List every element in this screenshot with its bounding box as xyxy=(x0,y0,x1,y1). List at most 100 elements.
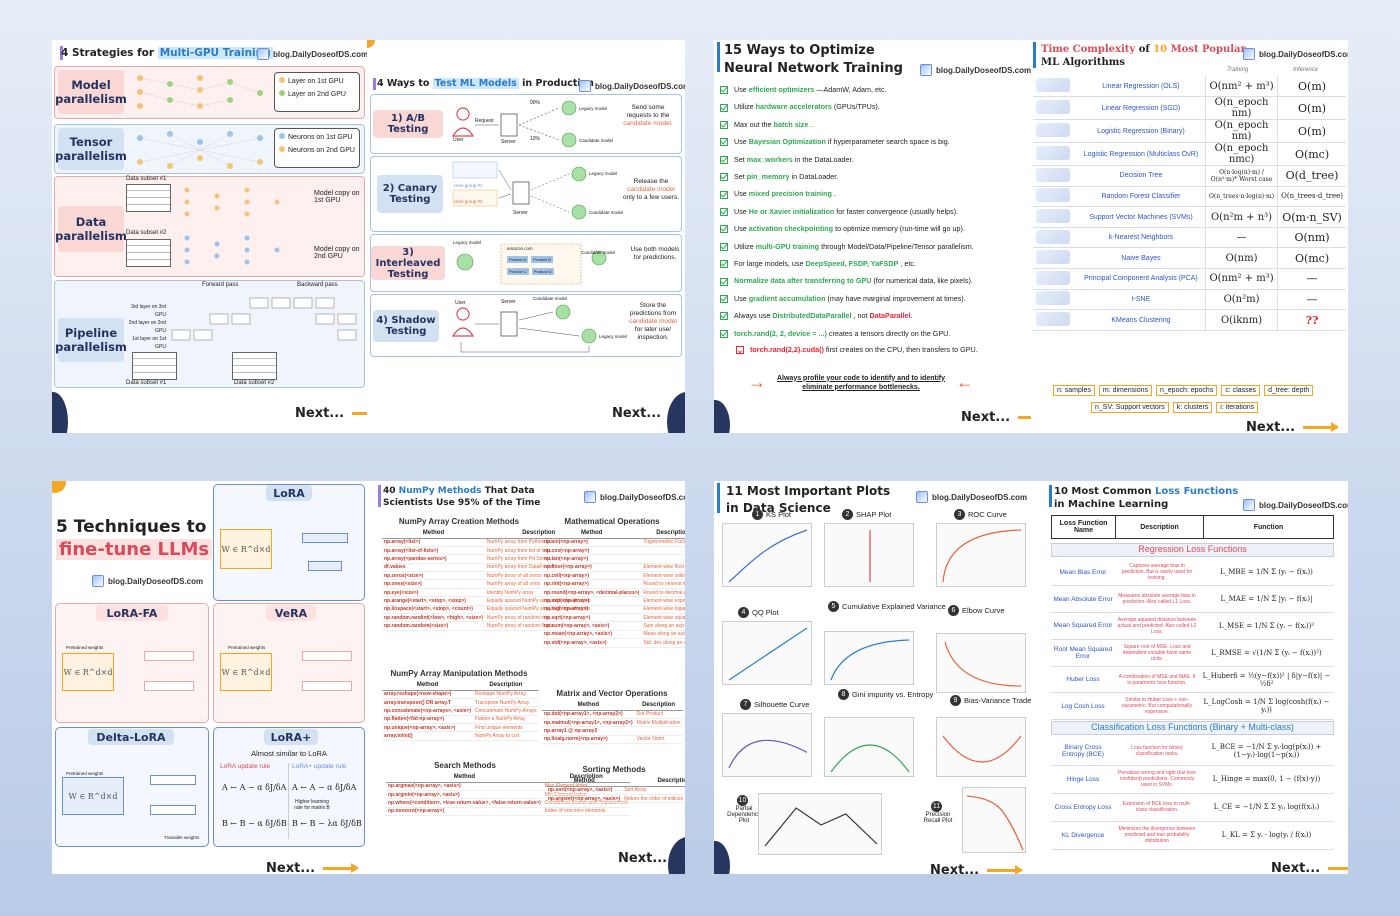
desc-cell xyxy=(641,546,685,556)
legend-chip: c: classes xyxy=(1221,385,1261,396)
desc-cell: Element-wise square root xyxy=(641,613,685,623)
tip-highlight: Bayesian Optimization xyxy=(748,137,826,147)
pretrained-label: Pretrained weights xyxy=(66,645,104,650)
tip-item: Utilize hardware accelerators (GPUs/TPUs… xyxy=(720,98,1030,115)
plots-card[interactable]: 11 Most Important Plots in Data Science … xyxy=(714,481,1031,874)
method-cell: np.rint(<np-array>) xyxy=(542,579,642,589)
legacy-model-label: Legacy model xyxy=(599,334,628,339)
loss-formula: L_BCE = −1/N Σ yᵢ·log(p(xᵢ)) + (1−yᵢ)·lo… xyxy=(1199,737,1334,766)
arrow-right-icon: → xyxy=(748,372,766,392)
desc-cell: Trigonometric Functions xyxy=(641,538,685,547)
tip-item: Set max_workers in the DataLoader. xyxy=(720,151,1030,168)
tip-post: , etc. xyxy=(900,259,916,269)
percent-90: 90% xyxy=(530,100,541,106)
page-title: 40 NumPy Methods That Data Scientists Us… xyxy=(383,485,583,509)
title-highlight: Most Popular xyxy=(1170,44,1246,55)
tip-item: Normalize data after transferring to GPU… xyxy=(720,272,1030,289)
legacy-model-label: Legacy model xyxy=(579,106,608,111)
loss-desc: Minimizes the divergence between predict… xyxy=(1115,821,1199,850)
legend-text: Layer on 2nd GPU xyxy=(288,91,346,98)
desc-cell: Conditional Search and Replacement xyxy=(542,798,630,808)
optimize-nn-card[interactable]: 15 Ways to Optimize Neural Network Train… xyxy=(714,40,1031,433)
footer-text: Always profile your code to identify and… xyxy=(776,374,946,391)
tip-pre: For large models, use xyxy=(734,259,804,269)
loss-functions-card[interactable]: 10 Most Common Loss Functions in Machine… xyxy=(1031,481,1348,874)
next-text: Next... xyxy=(961,410,1011,425)
plot-title-text: KS Plot xyxy=(766,510,792,519)
desc-cell: Concatenate NumPy Arrays xyxy=(472,706,539,716)
next-link[interactable]: Next... xyxy=(1271,861,1348,874)
table-row: np.ceil(<np-array>)Element-wise ceiling … xyxy=(542,571,685,581)
next-link[interactable]: Next... xyxy=(961,410,1031,425)
inference-complexity: O(m) xyxy=(1277,96,1346,121)
tip-pre: Use xyxy=(734,206,747,216)
matrix-a xyxy=(150,805,196,815)
plot-curve xyxy=(764,807,878,847)
tip-item: Use mixed precision training . xyxy=(720,185,1030,202)
desc-cell: Element-wise exponent xyxy=(641,596,685,606)
legend-chip: d_tree: depth xyxy=(1264,385,1314,396)
desc-text: Release the xyxy=(633,178,669,185)
loss-desc: Measures absolute average bias in predic… xyxy=(1115,585,1199,614)
equation-a-plus: A ← A − α δJ/δA xyxy=(292,783,357,792)
method-cell: np.array(<pandas-series>) xyxy=(382,554,485,564)
method-cell: np.array(<list-of-lists>) xyxy=(382,546,485,556)
loss-desc: Loss function for binary classification … xyxy=(1115,737,1199,766)
next-link[interactable]: Next... xyxy=(266,861,360,874)
legend-chip: m: dimensions xyxy=(1098,385,1152,396)
test-ml-card[interactable]: 4 Ways to Test ML Models in Production b… xyxy=(367,40,685,433)
lora-plus-update-rule: LoRA+ update rule xyxy=(292,763,347,770)
desc-cell xyxy=(634,726,683,736)
percent-10: 10% xyxy=(530,136,541,142)
trainable-weights-matrix: W ∈ R^d×d xyxy=(62,777,124,815)
title-text: ML Algorithms xyxy=(1041,57,1125,68)
plot-thumbnail xyxy=(722,621,812,685)
user-group-2: User group #2 xyxy=(454,199,483,204)
strategy-data-label: Data parallelism xyxy=(55,206,127,252)
table-row: np.nonzero(<np-array>)Index of non-zero … xyxy=(386,807,630,817)
legend-text: Neurons on 1st GPU xyxy=(288,134,353,141)
method-cell: np.concatenate(<np-arrays>, <axis>) xyxy=(382,706,473,716)
method-cell: np.sqrt(<np-array>) xyxy=(542,613,642,623)
table-row: np.arange(<start>, <stop>, <step>)Equall… xyxy=(382,596,593,606)
desc-text: for later use/ inspection. xyxy=(634,326,672,341)
next-link[interactable]: Next... xyxy=(930,863,1024,874)
plot-line xyxy=(944,641,1022,687)
next-link[interactable]: Next... xyxy=(1246,420,1340,433)
desc-cell: Std. dev along an axis xyxy=(641,638,685,648)
finetune-llm-card[interactable]: 5 Techniques to fine-tune LLMs blog.Dail… xyxy=(52,481,368,874)
method-cell: np.random.random(<size>) xyxy=(382,621,485,631)
tip-pre: Utilize xyxy=(734,102,754,112)
method-cell: np.nonzero(<np-array>) xyxy=(386,807,543,817)
title-text: 10 Most Common xyxy=(1054,486,1152,497)
next-link[interactable]: Next... xyxy=(295,406,367,421)
training-complexity: O(nm² + m³) xyxy=(1204,76,1278,98)
plot-line xyxy=(942,735,1022,763)
algo-icon-cell xyxy=(1033,206,1077,228)
training-complexity: O(n_epoch nm) xyxy=(1204,119,1278,144)
multi-gpu-card[interactable]: 4 Strategies for Multi-GPU Training blog… xyxy=(52,40,367,433)
page-title: 15 Ways to Optimize Neural Network Train… xyxy=(724,43,903,76)
numpy-card[interactable]: 40 NumPy Methods That Data Scientists Us… xyxy=(368,481,685,874)
ab-diagram xyxy=(451,100,577,148)
frozen-weights-matrix: W ∈ R^d×d xyxy=(220,529,272,569)
brand: blog.DailyDoseofDS.com xyxy=(916,491,1027,503)
logo-icon xyxy=(920,64,932,76)
checkbox-icon xyxy=(720,277,728,286)
inference-complexity: O(m) xyxy=(1277,119,1346,144)
title-accent xyxy=(717,42,720,72)
algorithm-icon xyxy=(1036,270,1070,285)
decor-dot xyxy=(367,40,375,48)
brand-text: blog.DailyDoseofDS.com xyxy=(932,492,1028,502)
training-complexity: — xyxy=(1204,227,1278,249)
